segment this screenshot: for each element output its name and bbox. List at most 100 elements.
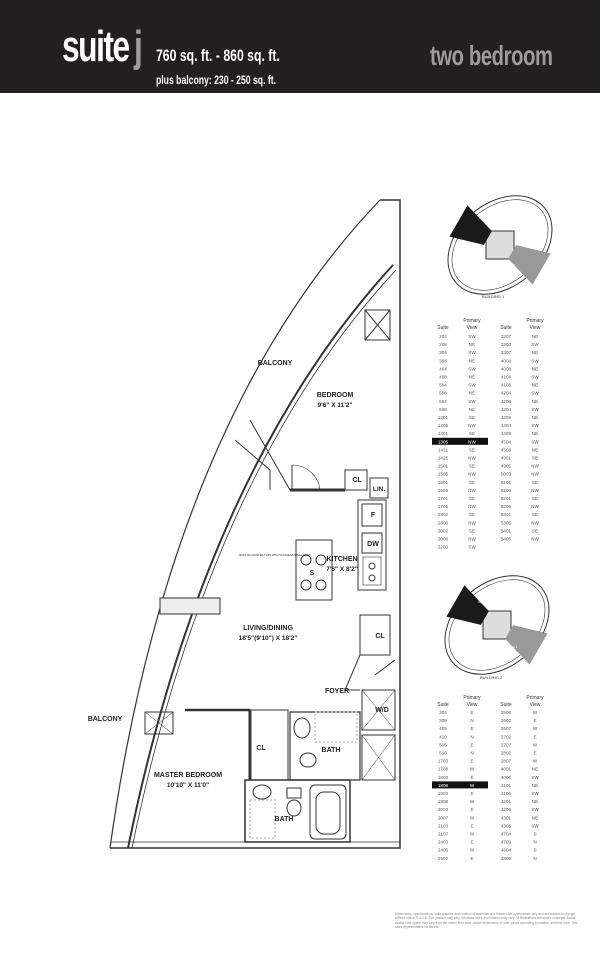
table-cell-suite: 4408 xyxy=(501,431,512,436)
table-cell-suite: 1701 xyxy=(438,496,449,501)
table-cell-view: N xyxy=(470,718,473,723)
header-band: suite j 760 sq. ft. - 860 sq. ft. plus b… xyxy=(0,0,600,93)
table-header: Primary xyxy=(526,318,544,324)
table-cell-suite: 4709 xyxy=(501,840,512,845)
table-cell-suite: 2506 xyxy=(501,710,512,715)
table-cell-view: SW xyxy=(531,791,539,796)
living-dining-dimensions: 18'5"(9'10") X 18'2" xyxy=(239,635,298,642)
foyer-label: FOYER xyxy=(325,688,349,695)
table-cell-suite: 404 xyxy=(439,366,447,371)
disclaimer: Dimensions, specifications, suite featur… xyxy=(395,912,578,930)
table-cell-suite: 608 xyxy=(439,407,447,412)
table-header: Suite xyxy=(500,325,512,331)
outer-balcony-edge xyxy=(109,199,381,849)
table-cell-suite: 5105 xyxy=(501,488,512,493)
table-cell-suite: 1803 xyxy=(438,775,449,780)
table-cell-suite: 1808 xyxy=(438,783,449,788)
highlight-row-bg xyxy=(432,437,488,445)
floor-plan-sheet: BALCONY BEDROOM 9'6" X 11'2" CL LIN. F D… xyxy=(88,195,553,861)
table-cell-suite: 2802 xyxy=(438,512,449,517)
fridge-label: F xyxy=(371,512,376,519)
table-cell-view: SW xyxy=(531,375,539,380)
table-cell-suite: 208 xyxy=(439,342,447,347)
table-header: View xyxy=(530,702,541,708)
table-cell-view: E xyxy=(470,840,473,845)
kitchen-label: KITCHEN xyxy=(326,556,357,563)
table-cell-suite: 4106 xyxy=(501,791,512,796)
table-cell-suite: 4204 xyxy=(501,391,512,396)
table-cell-view: E xyxy=(470,807,473,812)
table-cell-view: SE xyxy=(532,480,538,485)
table-cell-view: E xyxy=(470,710,473,715)
table-cell-suite: 3303 xyxy=(501,342,512,347)
table-header: View xyxy=(530,325,541,331)
kitchen-dimensions: 7'6" X 8'2" xyxy=(326,566,358,573)
table-cell-view: W xyxy=(533,710,538,715)
table-cell-view: NE xyxy=(532,767,538,772)
table-cell-view: SE xyxy=(532,528,538,533)
closet-label-2: CL xyxy=(375,633,385,640)
table-cell-view: NW xyxy=(468,537,476,542)
suite-letter: j xyxy=(134,22,143,71)
table-cell-view: NE xyxy=(532,447,538,452)
suite-word: suite xyxy=(62,22,130,71)
highlight-row-bg xyxy=(432,781,488,789)
table-cell-suite: 2607 xyxy=(501,726,512,731)
table-cell-suite: 4305 xyxy=(501,823,512,828)
table-cell-suite: 2107 xyxy=(438,832,449,837)
bedroom-label: BEDROOM xyxy=(317,392,354,399)
table-cell-view: SW xyxy=(531,775,539,780)
table-cell-view: NE xyxy=(532,415,538,420)
table-cell-view: E xyxy=(470,726,473,731)
table-cell-view: W xyxy=(470,848,475,853)
table-cell-suite: 1903 xyxy=(438,791,449,796)
table-cell-view: E xyxy=(533,734,536,739)
floor-plan xyxy=(109,199,401,849)
keyplan-1-suite-a: SUITE J xyxy=(488,215,500,219)
keyplan-building-2 xyxy=(444,575,550,675)
table-cell-view: W xyxy=(533,742,538,747)
table-cell-view: SE xyxy=(469,447,475,452)
table-cell-view: NW xyxy=(468,456,476,461)
table-cell-view: NW xyxy=(531,537,539,542)
keyplan-2-label: BUILDING 2 xyxy=(480,675,503,680)
table-cell-view: N xyxy=(470,734,473,739)
bath-label-1: BATH xyxy=(322,747,341,754)
table-cell-suite: 4901 xyxy=(501,456,512,461)
table-header: Primary xyxy=(463,318,481,324)
island-note: BUILT IN COUNTER-TOPS WITH STAINLESS STE… xyxy=(239,553,311,557)
table-cell-suite: 510 xyxy=(439,751,447,756)
table-cell-suite: 1305 xyxy=(438,439,449,444)
keyplan-1-label: BUILDING 1 xyxy=(482,294,505,299)
table-cell-suite: 4001 xyxy=(501,767,512,772)
table-cell-view: SW xyxy=(531,823,539,828)
closet-label-1: CL xyxy=(352,477,362,484)
table-cell-view: SE xyxy=(469,464,475,469)
table-cell-view: SE xyxy=(532,512,538,517)
keyplan-1-suite-b: SUITE J xyxy=(504,263,516,267)
linen-label: LIN. xyxy=(373,486,385,493)
table-cell-suite: 4201 xyxy=(501,799,512,804)
table-cell-view: SE xyxy=(469,528,475,533)
balcony-left-label: BALCONY xyxy=(88,716,123,723)
table-cell-suite: 505 xyxy=(439,742,447,747)
table-cell-view: E xyxy=(533,751,536,756)
table-cell-suite: 4804 xyxy=(501,848,512,853)
table-cell-view: NW xyxy=(468,488,476,493)
table-cell-view: NE xyxy=(469,358,475,363)
washer-dryer-label: W/D xyxy=(375,707,389,714)
table-cell-suite: 5201 xyxy=(501,496,512,501)
table-cell-suite: 410 xyxy=(439,734,447,739)
table-cell-suite: 4301 xyxy=(501,815,512,820)
table-cell-suite: 3307 xyxy=(501,350,512,355)
table-cell-view: W xyxy=(470,767,475,772)
table-cell-view: SW xyxy=(468,366,476,371)
table-header: Suite xyxy=(437,325,449,331)
table-cell-suite: 1301 xyxy=(438,431,449,436)
table-cell-view: E xyxy=(470,759,473,764)
table-cell-view: N xyxy=(470,751,473,756)
table-cell-suite: 1703 xyxy=(438,759,449,764)
table-cell-suite: 2007 xyxy=(438,815,449,820)
table-cell-view: SE xyxy=(469,480,475,485)
table-cell-suite: 1425 xyxy=(438,456,449,461)
